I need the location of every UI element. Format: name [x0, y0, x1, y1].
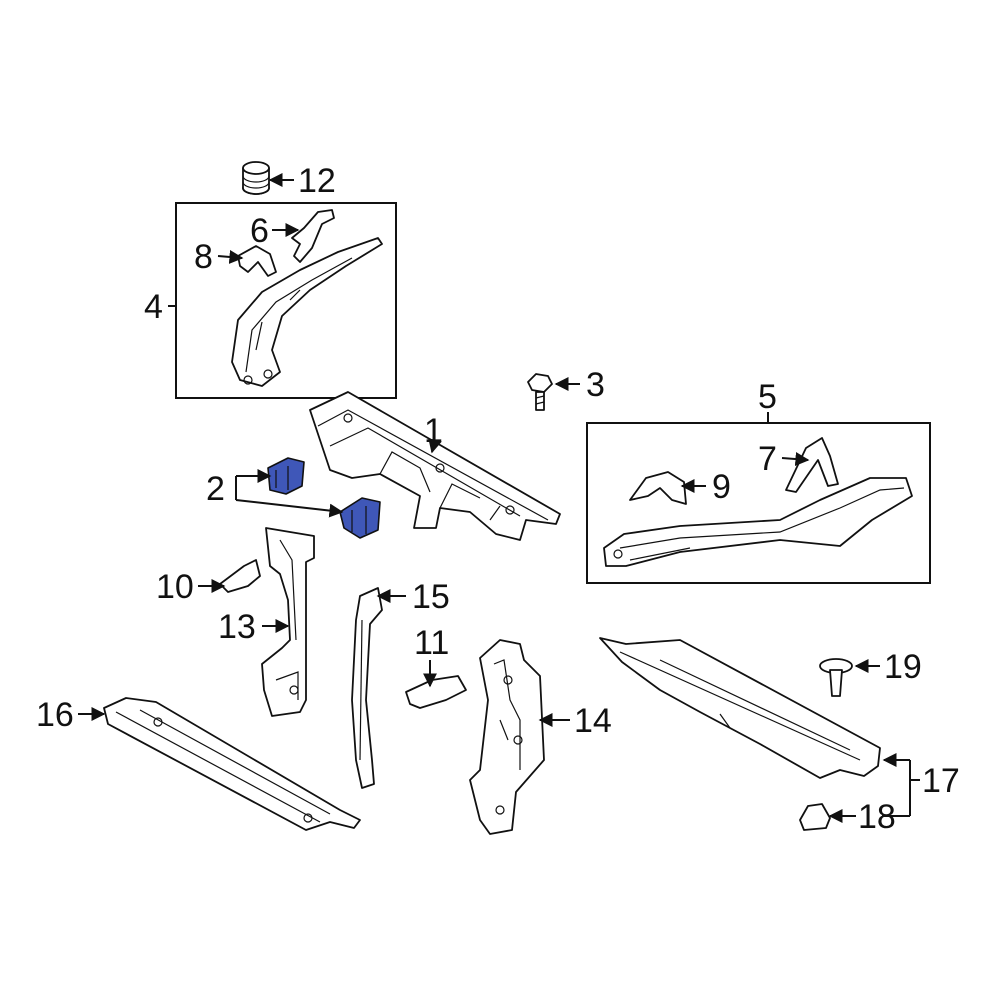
callout-18: 18: [858, 798, 896, 836]
callout-10: 10: [156, 568, 194, 606]
callout-8: 8: [194, 238, 213, 276]
callout-5: 5: [758, 378, 777, 416]
part-16-lower-support[interactable]: [103, 697, 361, 831]
part-4-support-assembly[interactable]: [231, 237, 383, 387]
callout-19: 19: [884, 648, 922, 686]
part-2-bracket-lower[interactable]: [339, 497, 381, 539]
group-box-5: [586, 422, 931, 584]
part-12-cushion[interactable]: [242, 161, 270, 195]
callout-15: 15: [412, 578, 450, 616]
part-11-bracket[interactable]: [405, 675, 467, 709]
callout-4: 4: [144, 288, 163, 326]
part-7-bracket[interactable]: [785, 437, 839, 493]
callout-12: 12: [298, 162, 336, 200]
callout-3: 3: [586, 366, 605, 404]
part-3-bolt[interactable]: [527, 373, 553, 411]
part-17-cover[interactable]: [599, 637, 881, 779]
part-8-bracket[interactable]: [237, 245, 277, 277]
callout-16: 16: [36, 696, 74, 734]
group-box-4: [175, 202, 397, 399]
part-14-side-support[interactable]: [469, 639, 545, 835]
leader-lines: [78, 173, 920, 823]
part-2-bracket-upper[interactable]: [267, 457, 305, 495]
part-1-upper-support[interactable]: [309, 391, 561, 541]
part-6-bracket[interactable]: [291, 209, 335, 263]
callout-6: 6: [250, 212, 269, 250]
callout-14: 14: [574, 702, 612, 740]
part-5-side-member[interactable]: [603, 477, 913, 567]
part-10-bracket[interactable]: [219, 559, 261, 593]
callout-17: 17: [922, 762, 960, 800]
callout-2: 2: [206, 470, 225, 508]
callout-1: 1: [424, 412, 443, 450]
callout-9: 9: [712, 468, 731, 506]
part-19-pin[interactable]: [819, 658, 853, 697]
callout-7: 7: [758, 440, 777, 478]
callout-11: 11: [414, 624, 449, 662]
part-18-clip[interactable]: [799, 803, 831, 831]
callouts: 12 6 8 4 3 1 5 7 9 2 10 13 15 11 14 16 1…: [36, 162, 960, 836]
callout-13: 13: [218, 608, 256, 646]
part-15-seal[interactable]: [351, 587, 383, 789]
part-9-bracket[interactable]: [629, 471, 687, 505]
part-13-side-support[interactable]: [261, 527, 315, 717]
